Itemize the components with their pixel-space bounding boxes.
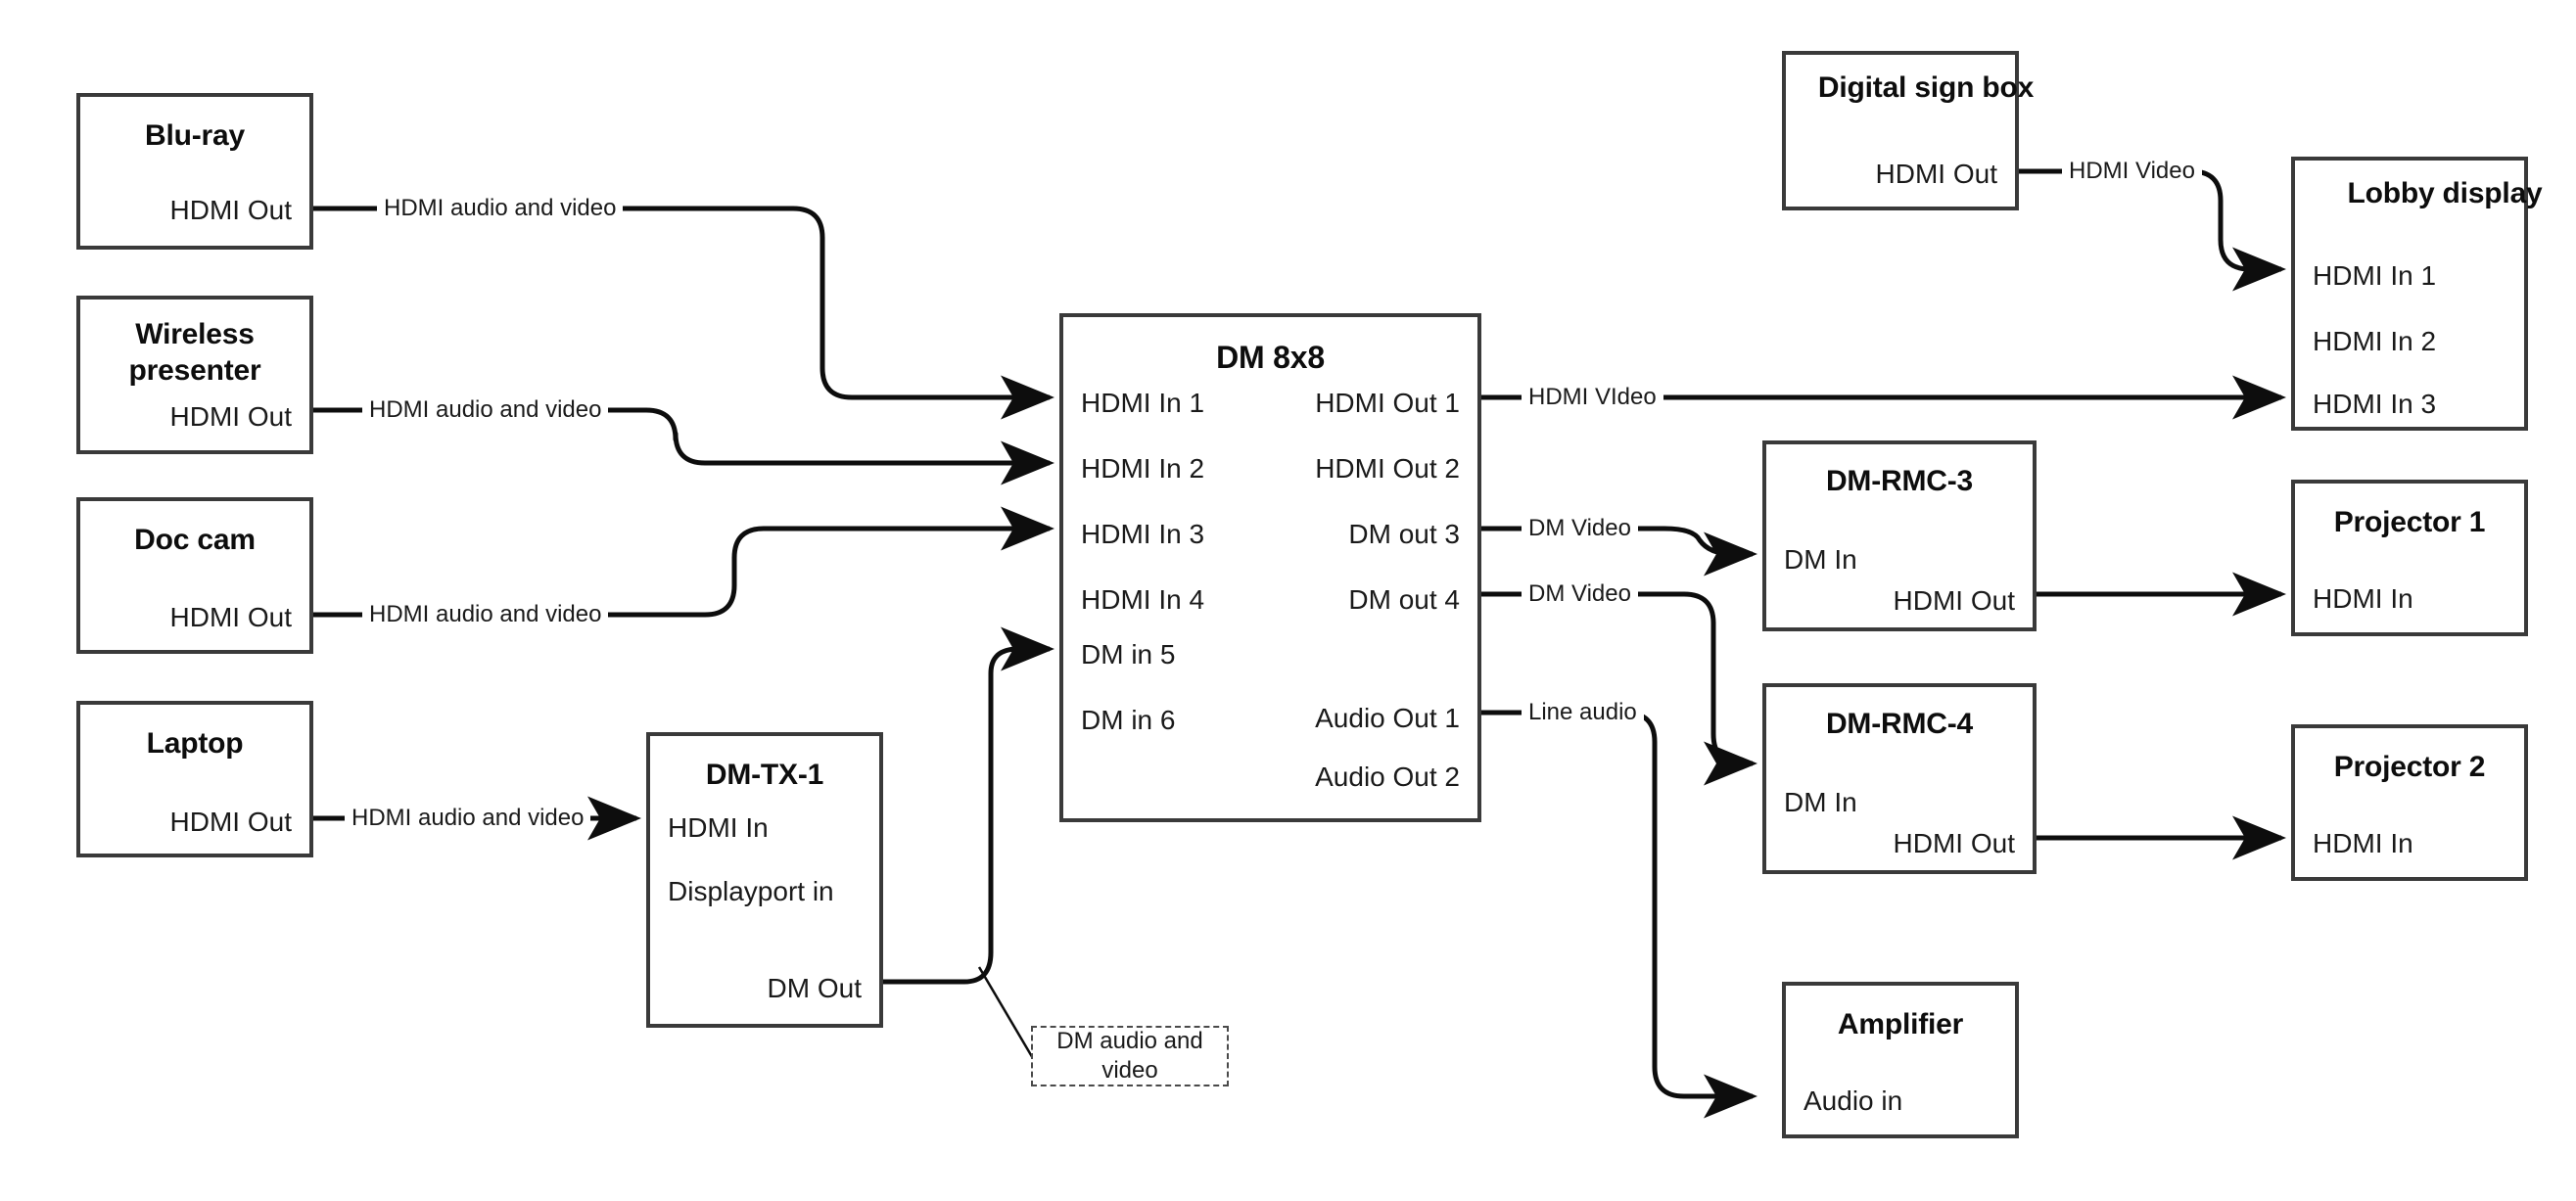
port-hdmi-out[interactable]: HDMI Out <box>169 602 292 632</box>
edge-label-hdmi-video-out1: HDMI VIdeo <box>1522 386 1663 409</box>
edge-label-wireless-hdmi-av: HDMI audio and video <box>362 398 609 422</box>
note-dm-audio-and-video: DM audio and video <box>1031 1026 1229 1086</box>
wire-audio1-to-amplifier <box>1481 710 1757 1119</box>
port-hdmi-out[interactable]: HDMI Out <box>1893 828 2015 858</box>
port-hdmi-in-3[interactable]: HDMI In 3 <box>2313 389 2437 419</box>
port-displayport-in[interactable]: Displayport in <box>668 876 834 906</box>
node-amplifier[interactable]: Amplifier Audio in <box>1782 982 2019 1138</box>
wire-sign-to-lobby-in1 <box>2017 168 2286 292</box>
port-dm-out-3[interactable]: DM out 3 <box>1348 519 1460 549</box>
node-projector-2[interactable]: Projector 2 HDMI In <box>2291 724 2528 881</box>
node-dm-rmc-4[interactable]: DM-RMC-4 DM In HDMI Out <box>1762 683 2037 874</box>
wire-dm-out4-to-rmc4 <box>1481 591 1757 786</box>
port-dm-in-5[interactable]: DM in 5 <box>1081 639 1176 670</box>
note-text: DM audio and video <box>1056 1028 1203 1084</box>
port-hdmi-out[interactable]: HDMI Out <box>1875 159 1997 189</box>
port-audio-in[interactable]: Audio in <box>1803 1086 1903 1116</box>
node-doc-cam[interactable]: Doc cam HDMI Out <box>76 497 313 654</box>
node-title: Laptop <box>146 727 244 760</box>
node-title: Digital sign box <box>1817 71 2035 104</box>
node-wireless-presenter[interactable]: Wireless presenter HDMI Out <box>76 296 313 454</box>
port-hdmi-in-4[interactable]: HDMI In 4 <box>1081 584 1205 615</box>
node-dm-rmc-3[interactable]: DM-RMC-3 DM In HDMI Out <box>1762 440 2037 631</box>
port-hdmi-in[interactable]: HDMI In <box>2313 583 2413 614</box>
node-title: DM-TX-1 <box>705 759 824 791</box>
edge-label-sign-hdmi-video: HDMI Video <box>2062 160 2202 183</box>
port-hdmi-out-1[interactable]: HDMI Out 1 <box>1315 388 1460 418</box>
port-hdmi-in-2[interactable]: HDMI In 2 <box>2313 326 2437 356</box>
wire-note-leader <box>977 966 1036 1061</box>
edge-label-doccam-hdmi-av: HDMI audio and video <box>362 603 609 626</box>
node-dm-8x8[interactable]: DM 8x8 HDMI In 1 HDMI In 2 HDMI In 3 HDM… <box>1059 313 1481 822</box>
node-title: DM-RMC-3 <box>1825 465 1974 497</box>
node-title: Lobby display <box>2347 177 2543 209</box>
port-hdmi-in-3[interactable]: HDMI In 3 <box>1081 519 1205 549</box>
port-audio-out-2[interactable]: Audio Out 2 <box>1315 762 1460 792</box>
node-blu-ray[interactable]: Blu-ray HDMI Out <box>76 93 313 250</box>
node-title: Blu-ray <box>145 119 245 152</box>
edge-label-dm-video-out4: DM Video <box>1522 582 1638 606</box>
port-hdmi-out[interactable]: HDMI Out <box>169 195 292 225</box>
port-hdmi-out-2[interactable]: HDMI Out 2 <box>1315 453 1460 484</box>
node-laptop[interactable]: Laptop HDMI Out <box>76 701 313 857</box>
port-dm-out[interactable]: DM Out <box>767 973 862 1003</box>
port-dm-out-4[interactable]: DM out 4 <box>1348 584 1460 615</box>
node-title: Projector 1 <box>2333 506 2486 538</box>
node-title: DM-RMC-4 <box>1825 708 1974 740</box>
node-projector-1[interactable]: Projector 1 HDMI In <box>2291 480 2528 636</box>
port-hdmi-in[interactable]: HDMI In <box>668 812 769 843</box>
port-hdmi-out[interactable]: HDMI Out <box>1893 585 2015 616</box>
port-dm-in[interactable]: DM In <box>1784 544 1857 575</box>
node-title: Projector 2 <box>2333 751 2486 783</box>
port-hdmi-in-2[interactable]: HDMI In 2 <box>1081 453 1205 484</box>
node-lobby-display[interactable]: Lobby display HDMI In 1 HDMI In 2 HDMI I… <box>2291 157 2543 431</box>
edge-label-bluray-hdmi-av: HDMI audio and video <box>377 197 624 220</box>
edge-label-line-audio: Line audio <box>1522 701 1644 724</box>
edge-label-laptop-hdmi-av: HDMI audio and video <box>345 807 591 830</box>
port-dm-in[interactable]: DM In <box>1784 787 1857 817</box>
port-hdmi-in-1[interactable]: HDMI In 1 <box>1081 388 1205 418</box>
port-hdmi-in-1[interactable]: HDMI In 1 <box>2313 260 2437 291</box>
node-title: Amplifier <box>1837 1008 1964 1040</box>
node-dm-tx-1[interactable]: DM-TX-1 HDMI In Displayport in DM Out <box>646 732 883 1028</box>
node-digital-sign-box[interactable]: Digital sign box HDMI Out <box>1782 51 2034 210</box>
port-dm-in-6[interactable]: DM in 6 <box>1081 705 1176 735</box>
port-hdmi-out[interactable]: HDMI Out <box>169 401 292 432</box>
port-audio-out-1[interactable]: Audio Out 1 <box>1315 703 1460 733</box>
port-hdmi-in[interactable]: HDMI In <box>2313 828 2413 858</box>
port-hdmi-out[interactable]: HDMI Out <box>169 807 292 837</box>
node-title: Doc cam <box>134 524 256 556</box>
wire-tx-to-dm-in5 <box>881 626 1054 985</box>
edge-label-dm-video-out3: DM Video <box>1522 517 1638 540</box>
wire-bluray-to-dm-in1 <box>313 206 1054 420</box>
node-title: Wireless presenter <box>128 318 261 387</box>
node-title: DM 8x8 <box>1216 340 1325 375</box>
